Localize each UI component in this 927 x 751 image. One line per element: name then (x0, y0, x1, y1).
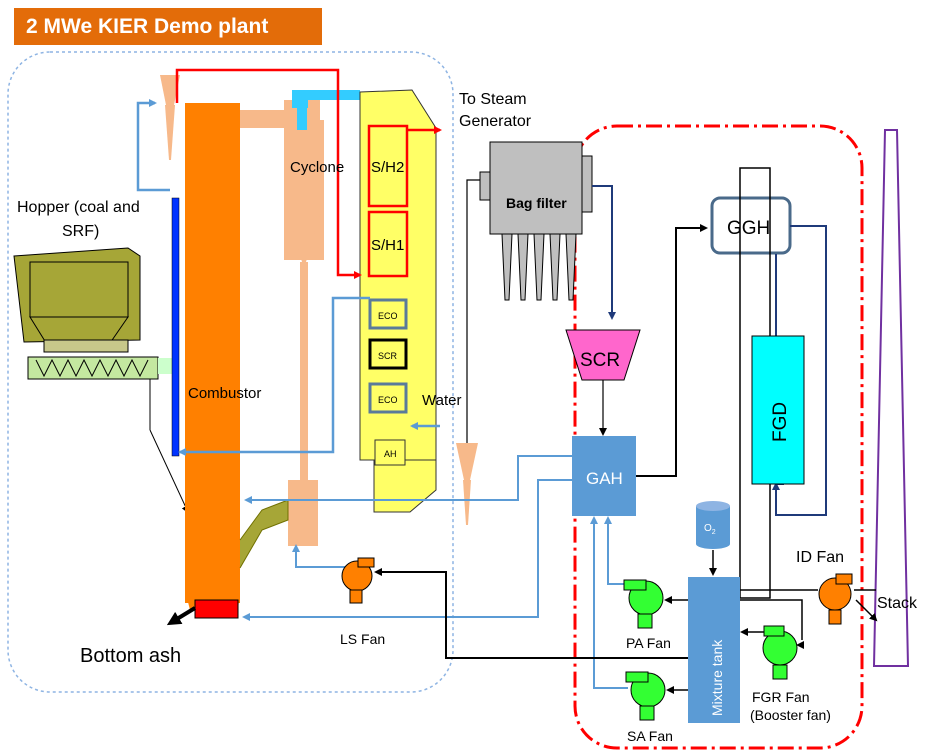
combustion-boundary (7, 51, 454, 693)
mixture-tank-label: Mixture tank (709, 639, 725, 716)
o2-label: O2 (704, 523, 716, 536)
bag-filter (479, 141, 593, 301)
sa-fan-label: SA Fan (627, 728, 673, 744)
loop-seal (239, 499, 289, 569)
sh1-box (367, 210, 409, 278)
combustor-label: Combustor (188, 385, 261, 402)
stack (872, 129, 910, 667)
mixture-tank (688, 577, 740, 723)
cyclone-duct (292, 90, 360, 108)
sh1-label: S/H1 (371, 237, 404, 254)
pa-fan-label: PA Fan (626, 635, 671, 651)
bottom-ash-label: Bottom ash (80, 645, 181, 667)
gah-label: GAH (586, 469, 623, 488)
pa-fan (623, 579, 664, 629)
sa-fan (625, 671, 666, 721)
to-steam-label-1: To Steam (459, 91, 527, 108)
fgd (751, 335, 805, 485)
eco-bottom-label: ECO (378, 395, 398, 405)
scr-small-box (368, 338, 408, 370)
id-fan-label: ID Fan (796, 549, 844, 566)
screw-feeder (27, 356, 176, 380)
hopper-label-2: SRF) (62, 223, 99, 240)
water-label: Water (422, 392, 461, 409)
ah-label: AH (384, 449, 397, 459)
small-cyclone (456, 443, 478, 480)
cyclone (240, 100, 324, 546)
eco-top-label: ECO (378, 311, 398, 321)
id-fan (818, 573, 853, 625)
diagram-title: 2 MWe KIER Demo plant (14, 8, 322, 45)
sh2-label: S/H2 (371, 159, 404, 176)
ls-fan-label: LS Fan (340, 631, 385, 647)
feed-line-2 (149, 429, 190, 514)
top-cyclone (160, 75, 180, 105)
recirc-line (374, 568, 688, 659)
scr-small-label: SCR (378, 351, 398, 361)
eco-bottom-box (368, 382, 408, 414)
ggh-label: GGH (727, 218, 770, 239)
fgr-fan-label-1: FGR Fan (752, 689, 810, 705)
to-steam-label-2: Generator (459, 113, 532, 130)
ah-box (374, 439, 406, 466)
combustor-blue-wall (171, 197, 180, 457)
bottom-ash-outlet (194, 599, 239, 619)
flue-gas-cleaning-boundary (573, 124, 864, 750)
eco-top-box (368, 298, 408, 330)
fgd-label: FGD (770, 402, 791, 442)
o2-tank (696, 501, 730, 549)
bag-filter-label: Bag filter (506, 195, 567, 211)
cyclone-label: Cyclone (290, 159, 344, 176)
scr-reactor (565, 329, 641, 381)
hot-gas-line (175, 68, 362, 279)
gah (572, 436, 636, 516)
hopper-label-1: Hopper (coal and (17, 199, 140, 216)
fgr-fan (762, 625, 798, 680)
sh2-box (367, 124, 409, 208)
fgr-fan-label-2: (Booster fan) (750, 707, 831, 723)
stack-label: Stack (877, 595, 918, 612)
combustor (185, 103, 240, 603)
ls-fan (341, 557, 375, 604)
scr-label: SCR (580, 350, 620, 371)
bottom-ash-arrow (166, 606, 197, 626)
hopper (13, 247, 141, 353)
